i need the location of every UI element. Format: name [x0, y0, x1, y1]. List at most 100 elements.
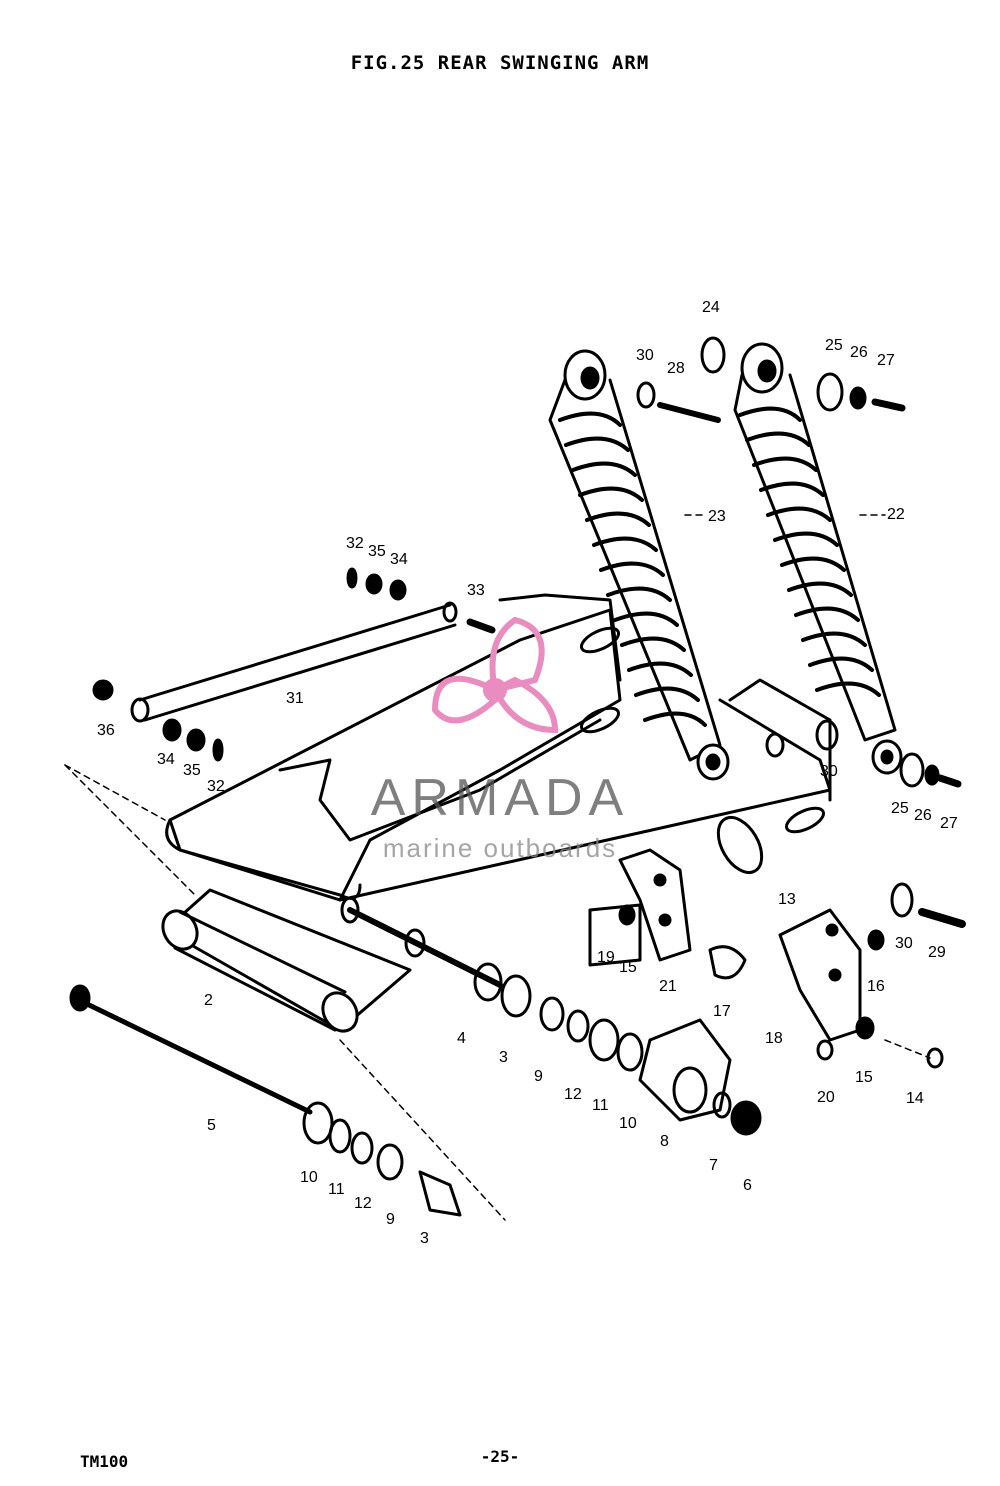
callout: 27: [940, 815, 958, 832]
bushing-3-lower: [418, 1170, 462, 1217]
callout: 18: [765, 1030, 783, 1047]
seal-12-lower: [350, 1131, 374, 1165]
callout: 31: [286, 690, 304, 707]
callout: 34: [390, 551, 408, 568]
callout: 32: [346, 535, 364, 552]
nut-15-lower: [855, 1016, 875, 1040]
callout: 20: [817, 1089, 835, 1106]
callout: 21: [659, 978, 677, 995]
bracket-21: [588, 848, 692, 967]
callout-labels: 24 30 28 25 26 27 23 22 32 35 34 33 31 3…: [97, 299, 958, 1247]
callout: 26: [850, 344, 868, 361]
washer-30-top: [636, 381, 656, 409]
callout: 25: [891, 800, 909, 817]
shock-absorber-right: [733, 342, 903, 775]
callout: 9: [386, 1211, 395, 1228]
washer-30-right: [890, 882, 914, 918]
callout: 22: [887, 506, 905, 523]
callout: 35: [183, 762, 201, 779]
callout: 15: [855, 1069, 873, 1086]
collar-9-lower: [376, 1143, 404, 1181]
callout: 19: [597, 949, 615, 966]
washer-10-upper: [588, 1018, 620, 1062]
bolt-28: [657, 402, 721, 423]
callout: 17: [713, 1003, 731, 1020]
callout: 4: [457, 1030, 466, 1047]
nut-6: [730, 1100, 762, 1136]
callout: 26: [914, 807, 932, 824]
callout: 7: [709, 1157, 718, 1174]
pivot-bolt-5: [82, 1000, 313, 1115]
plate-13: [716, 816, 764, 874]
watermark-logo: ARMADA marine outboards: [371, 616, 629, 863]
callout: 14: [906, 1090, 924, 1107]
pin-32-top: [346, 567, 358, 589]
ring-11-upper: [566, 1009, 590, 1043]
callout: 27: [877, 352, 895, 369]
washer-25-bottom: [899, 752, 925, 788]
washer-35-top: [365, 573, 383, 595]
callout: 10: [619, 1115, 637, 1132]
cap-8: [638, 1018, 732, 1122]
callout: 12: [354, 1195, 372, 1212]
callout: 30: [895, 935, 913, 952]
callout: 33: [467, 582, 485, 599]
callout: 16: [867, 978, 885, 995]
washer-7: [712, 1091, 732, 1119]
page-number: -25-: [480, 1447, 520, 1466]
callout: 5: [207, 1117, 216, 1134]
nut-15-upper: [618, 904, 636, 926]
callout: 10: [300, 1169, 318, 1186]
callout: 30: [636, 347, 654, 364]
bracket-18: [778, 908, 862, 1042]
washer-30-mid: [815, 719, 839, 751]
ring-11-lower: [328, 1118, 352, 1154]
seal-12-upper: [539, 996, 565, 1032]
rod-31: [130, 601, 458, 723]
callout: 29: [928, 944, 946, 961]
shock-absorber-left: [548, 349, 730, 781]
callout: 8: [660, 1133, 669, 1150]
washer-24: [700, 336, 726, 374]
watermark-tagline: marine outboards: [383, 833, 617, 863]
swinging-arm-frame: [161, 593, 832, 1033]
part-17: [708, 945, 747, 980]
callout: 25: [825, 337, 843, 354]
callout: 24: [702, 299, 720, 316]
nut-36: [92, 679, 114, 701]
nut-16: [867, 929, 885, 951]
callout: 11: [592, 1097, 609, 1114]
pin-32-bottom: [212, 738, 224, 762]
callout: 34: [157, 751, 175, 768]
callout: 36: [97, 722, 115, 739]
callout: 6: [743, 1177, 752, 1194]
callout: 3: [499, 1049, 508, 1066]
washer-26-bottom: [924, 764, 940, 786]
callout: 2: [204, 992, 213, 1009]
bolt-27-top: [871, 398, 906, 412]
washer-35-bottom: [186, 728, 206, 752]
figure-title: FIG.25 REAR SWINGING ARM: [350, 52, 650, 74]
bolt-33: [466, 618, 496, 634]
washer-34-top: [389, 579, 407, 601]
callout: 28: [667, 360, 685, 377]
callout: 15: [619, 959, 637, 976]
washer-10-lower: [302, 1101, 334, 1145]
washer-25-top: [816, 372, 844, 412]
callout: 30: [820, 763, 838, 780]
callout: 12: [564, 1086, 582, 1103]
model-label: TM100: [80, 1452, 129, 1471]
watermark-brand: ARMADA: [371, 769, 629, 827]
bushing-3-upper: [473, 962, 503, 1002]
bolt-29: [918, 908, 966, 928]
callout: 9: [534, 1068, 543, 1085]
washer-20: [816, 1039, 834, 1061]
callout: 13: [778, 891, 796, 908]
washer-26-top: [849, 386, 867, 410]
callout: 32: [207, 778, 225, 795]
callout: 35: [368, 543, 386, 560]
callout: 3: [420, 1230, 429, 1247]
callout: 23: [708, 508, 726, 525]
